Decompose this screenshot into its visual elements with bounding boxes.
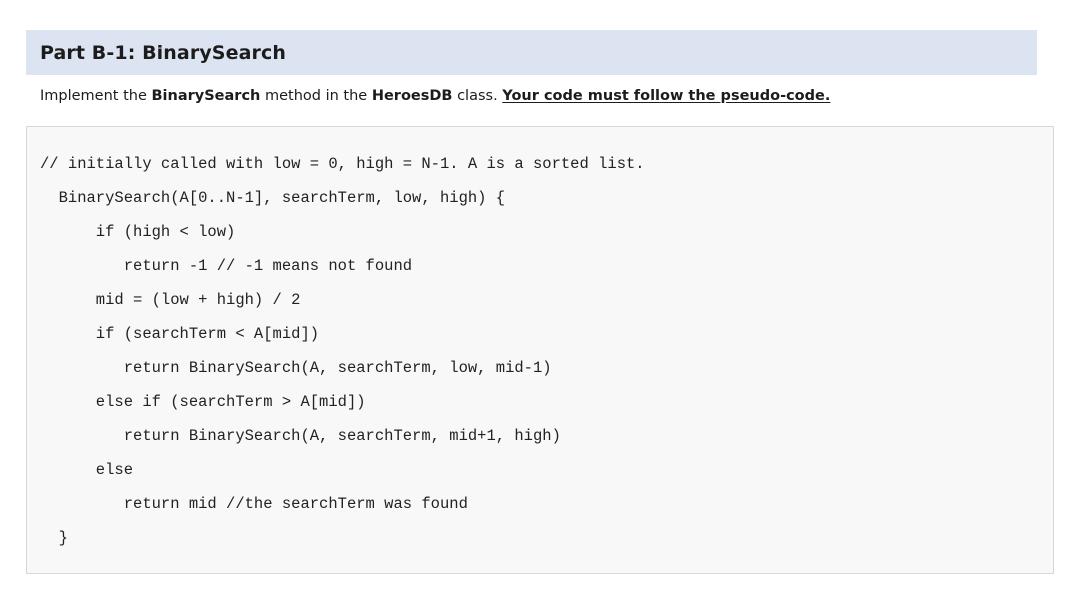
- code-line: if (searchTerm < A[mid]): [40, 325, 320, 343]
- instruction-class-name: HeroesDB: [371, 88, 453, 104]
- page-title: Part B-1: BinarySearch: [40, 41, 286, 64]
- instruction-part-3: class.: [452, 88, 503, 104]
- instruction-text: Implement the BinarySearch method in the…: [40, 86, 830, 106]
- code-line: return BinarySearch(A, searchTerm, mid+1…: [40, 427, 561, 445]
- instruction-emphasis: Your code must follow the pseudo-code.: [502, 88, 831, 104]
- code-line: return mid //the searchTerm was found: [40, 495, 468, 513]
- code-line: else: [40, 461, 134, 479]
- instruction-part-1: Implement the: [40, 88, 152, 104]
- code-line: return -1 // -1 means not found: [40, 257, 413, 275]
- code-line: BinarySearch(A[0..N-1], searchTerm, low,…: [40, 189, 506, 207]
- instruction-part-2: method in the: [260, 88, 372, 104]
- code-line: mid = (low + high) / 2: [40, 291, 301, 309]
- code-line: }: [40, 529, 68, 547]
- pseudocode-text: // initially called with low = 0, high =…: [27, 127, 1053, 555]
- instruction-method-name: BinarySearch: [151, 88, 261, 104]
- code-line: else if (searchTerm > A[mid]): [40, 393, 366, 411]
- code-line: // initially called with low = 0, high =…: [40, 155, 645, 173]
- section-header-banner: Part B-1: BinarySearch: [26, 30, 1037, 75]
- code-line: if (high < low): [40, 223, 236, 241]
- code-line: return BinarySearch(A, searchTerm, low, …: [40, 359, 552, 377]
- pseudocode-block: // initially called with low = 0, high =…: [26, 126, 1054, 574]
